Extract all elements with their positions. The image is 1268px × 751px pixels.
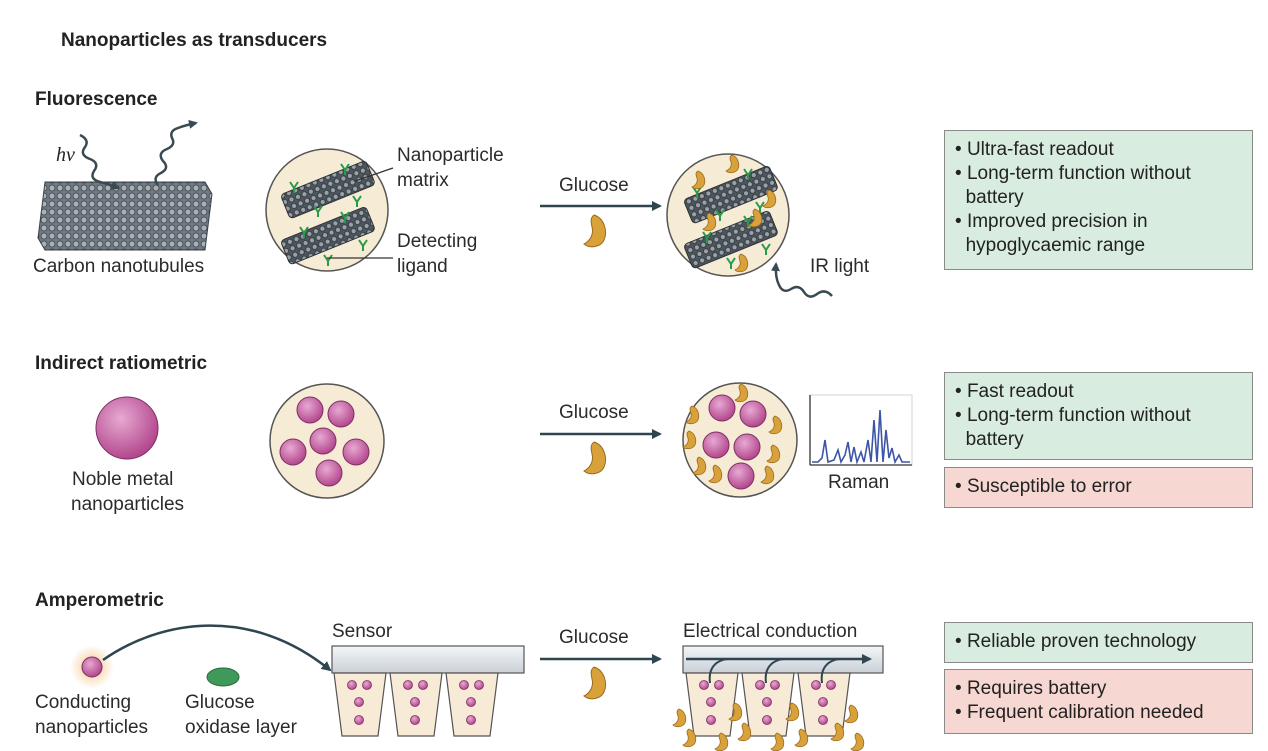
electrical-conduction-label: Electrical conduction bbox=[683, 621, 858, 642]
nanoparticle-matrix-label-2: matrix bbox=[397, 170, 449, 191]
nanoparticle-matrix-capsule bbox=[265, 148, 389, 272]
noble-metal-label-2: nanoparticles bbox=[71, 494, 185, 515]
pro-item: • Improved precision in bbox=[955, 211, 1148, 232]
con-item: • Requires battery bbox=[955, 678, 1107, 699]
section-heading-amperometric: Amperometric bbox=[35, 590, 164, 611]
glucose-label-3: Glucose bbox=[559, 627, 629, 648]
section-heading-ratiometric: Indirect ratiometric bbox=[35, 353, 208, 374]
sensor-nanoparticles bbox=[347, 680, 484, 725]
fluorescence-pros-box: • Ultra-fast readout • Long-term functio… bbox=[944, 130, 1253, 270]
hv-label: hv bbox=[56, 144, 75, 166]
pro-item: • Long-term function without bbox=[955, 163, 1191, 184]
section-heading-fluorescence: Fluorescence bbox=[35, 89, 158, 110]
emitted-light-wave bbox=[154, 119, 198, 186]
raman-label: Raman bbox=[828, 472, 890, 493]
ratiometric-cons-box: • Susceptible to error bbox=[944, 467, 1253, 508]
conducting-nanoparticle bbox=[81, 656, 103, 678]
ir-light-label: IR light bbox=[810, 256, 870, 277]
pro-item: • Reliable proven technology bbox=[955, 631, 1197, 652]
detecting-ligand-label-1: Detecting bbox=[397, 231, 478, 252]
active-sensor-nanoparticles bbox=[699, 680, 836, 725]
pro-item-continued: hypoglycaemic range bbox=[965, 235, 1146, 256]
glucose-label-2: Glucose bbox=[559, 402, 629, 423]
oxidase-label-1: Glucose bbox=[185, 692, 255, 713]
conducting-to-sensor-arrow bbox=[102, 624, 332, 672]
pro-item-continued: battery bbox=[965, 187, 1024, 208]
electron-flow-arrows bbox=[708, 658, 841, 684]
conducting-label-1: Conducting bbox=[35, 692, 132, 713]
pro-item-continued: battery bbox=[965, 429, 1024, 450]
con-item: • Frequent calibration needed bbox=[955, 702, 1204, 723]
glucose-oxidase-layer bbox=[206, 667, 240, 687]
incoming-light-wave bbox=[79, 133, 120, 190]
glucose-molecule-2 bbox=[583, 441, 607, 475]
figure-title: Nanoparticles as transducers bbox=[61, 30, 328, 51]
ir-light-wave bbox=[770, 262, 833, 298]
ratiometric-bound-capsule bbox=[682, 382, 798, 498]
noble-metal-nanoparticle bbox=[95, 396, 159, 460]
pro-item: • Long-term function without bbox=[955, 405, 1191, 426]
noble-metal-label-1: Noble metal bbox=[72, 469, 174, 490]
bound-matrix-capsule bbox=[666, 153, 790, 277]
matrix-leader-line bbox=[354, 167, 394, 182]
glucose-label-1: Glucose bbox=[559, 175, 629, 196]
nanoparticle-matrix-label-1: Nanoparticle bbox=[397, 145, 504, 166]
conducting-label-2: nanoparticles bbox=[35, 717, 149, 738]
glucose-molecule-1 bbox=[583, 214, 607, 248]
carbon-nanotube-sheet bbox=[37, 181, 213, 251]
ratiometric-pros-box: • Fast readout • Long-term function with… bbox=[944, 372, 1253, 460]
carbon-nanotubules-label: Carbon nanotubules bbox=[33, 256, 205, 277]
amperometric-cons-box: • Requires battery • Frequent calibratio… bbox=[944, 669, 1253, 734]
pro-item: • Fast readout bbox=[955, 381, 1074, 402]
pro-item: • Ultra-fast readout bbox=[955, 139, 1114, 160]
con-item: • Susceptible to error bbox=[955, 476, 1132, 497]
ratiometric-capsule bbox=[269, 383, 385, 499]
glucose-molecule-3 bbox=[583, 666, 607, 700]
amperometric-pros-box: • Reliable proven technology bbox=[944, 622, 1253, 663]
raman-spectrum bbox=[809, 394, 913, 466]
detecting-ligand-label-2: ligand bbox=[397, 256, 448, 277]
oxidase-label-2: oxidase layer bbox=[185, 717, 297, 738]
sensor-label: Sensor bbox=[332, 621, 393, 642]
